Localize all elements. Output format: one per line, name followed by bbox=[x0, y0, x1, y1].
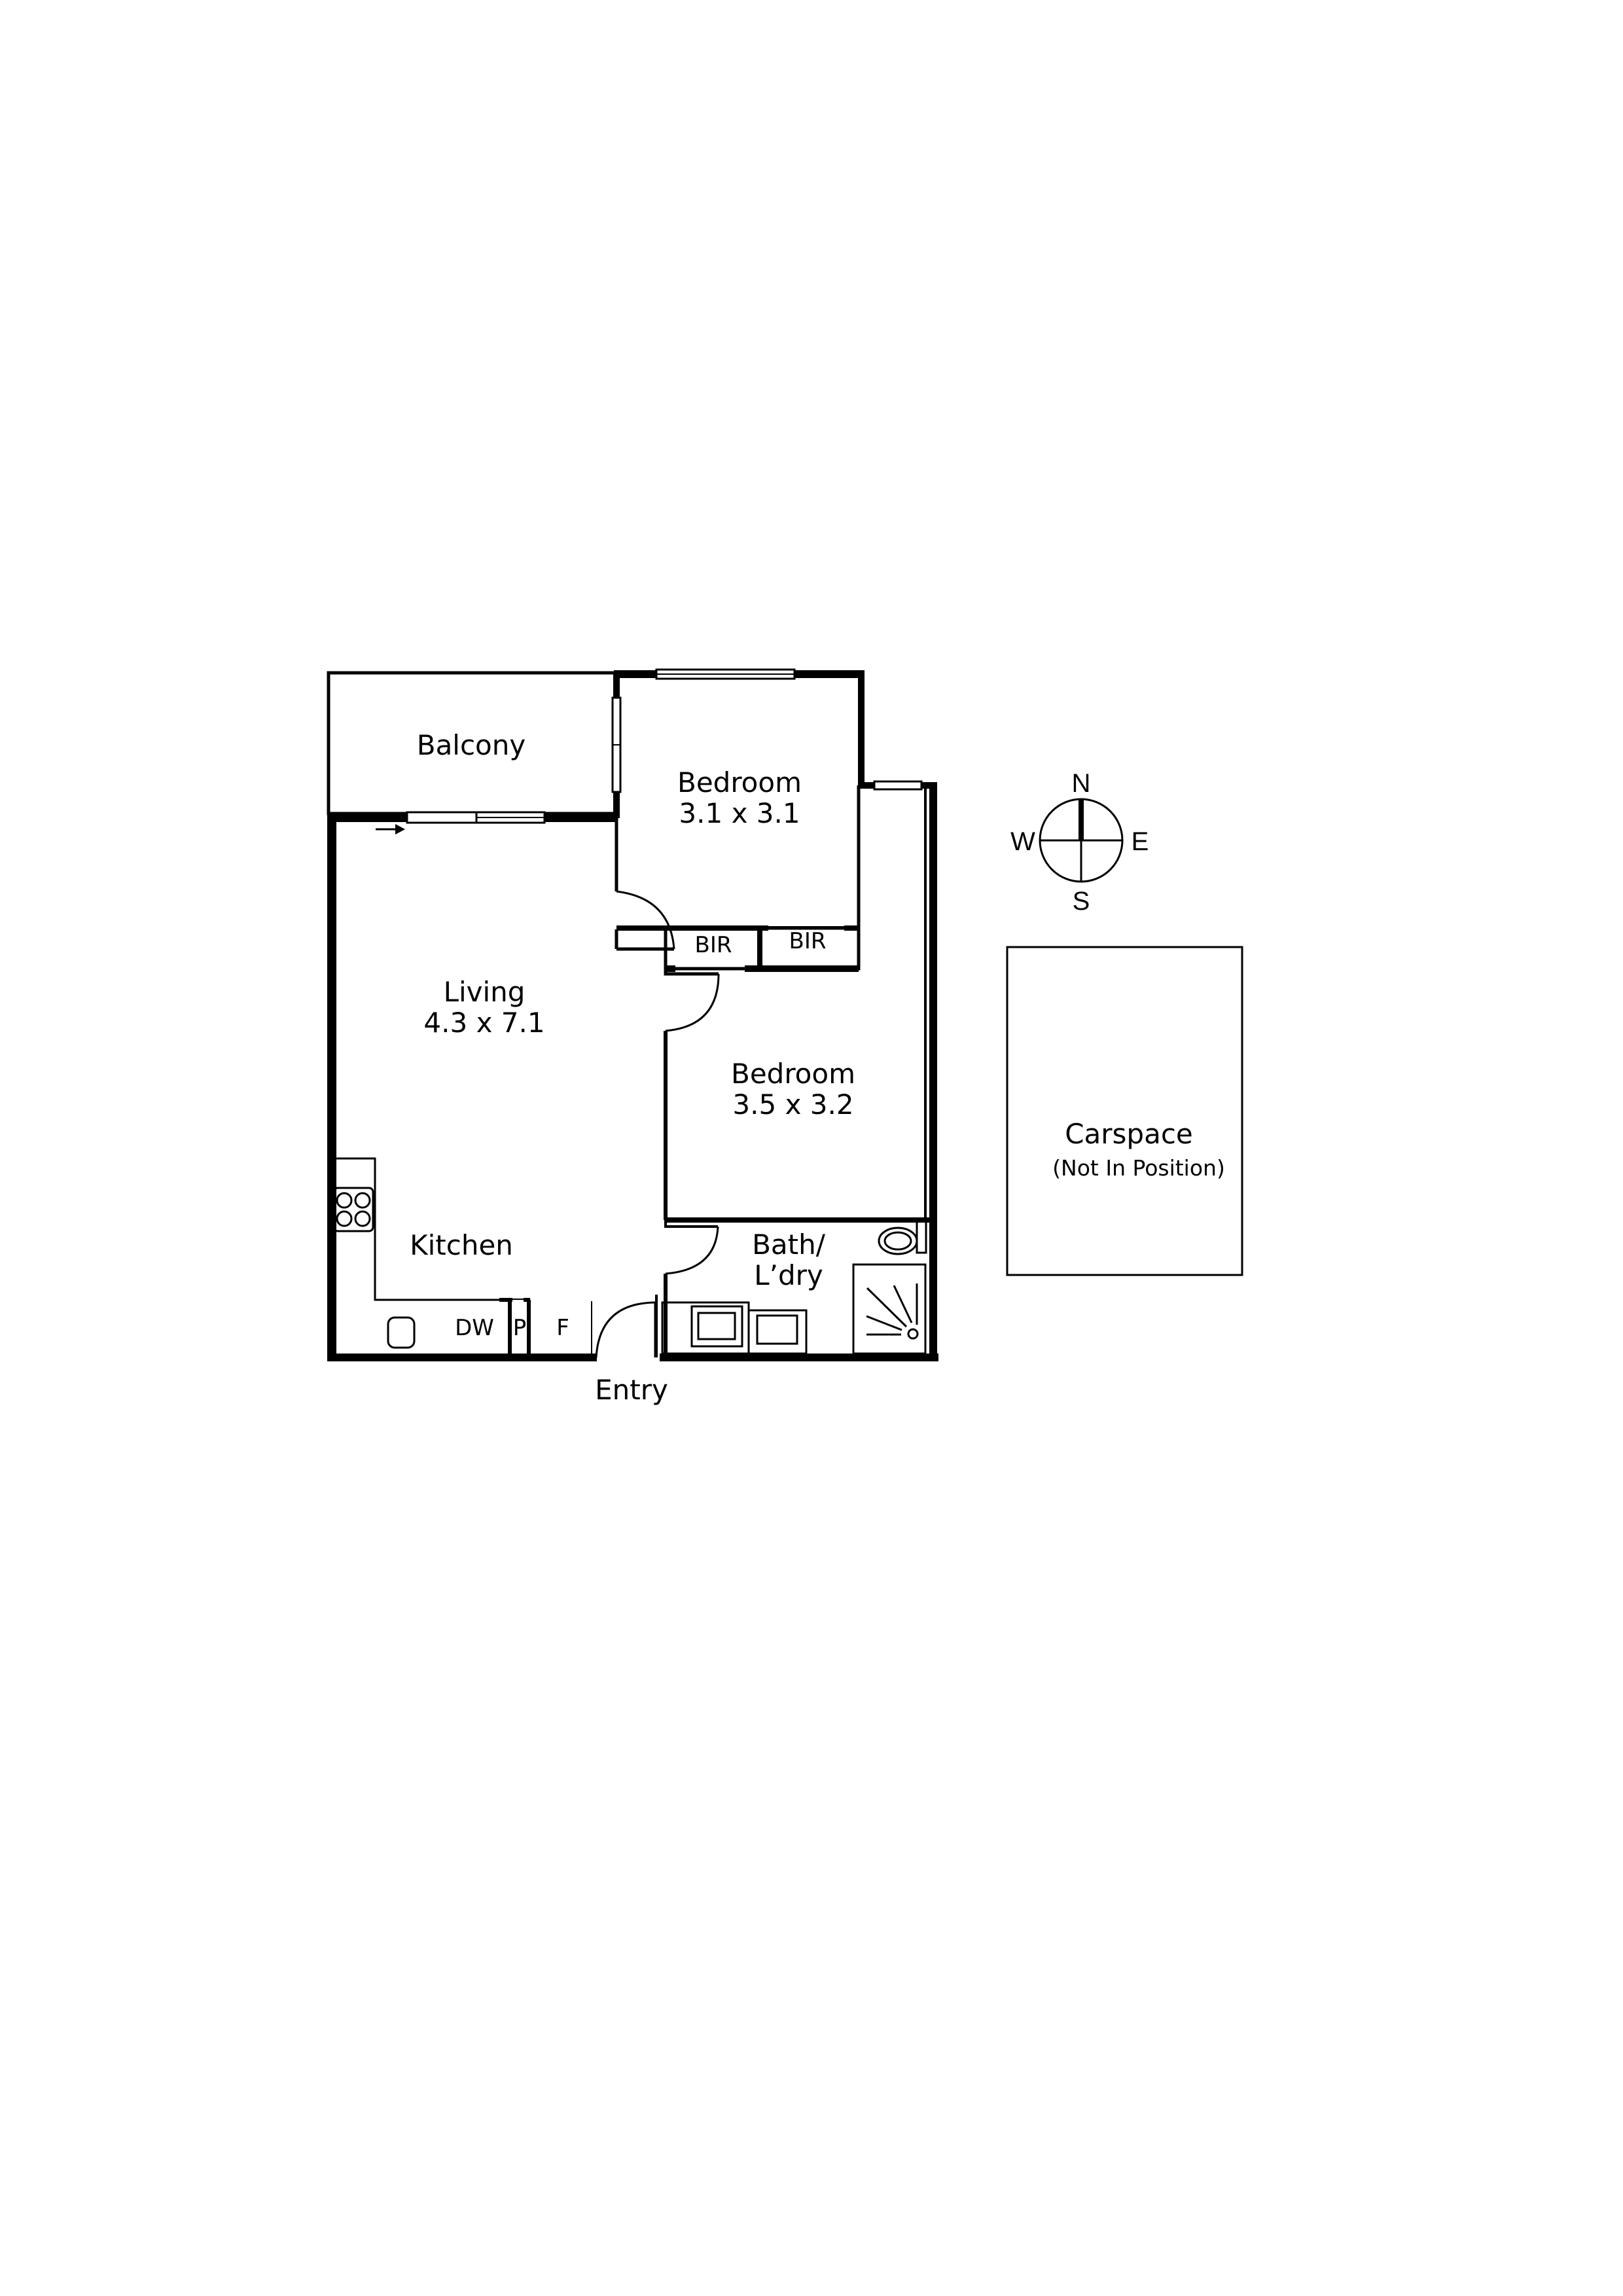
compass-west-label: W bbox=[1010, 827, 1035, 856]
carspace-outline bbox=[1006, 946, 1243, 1276]
slide-arrow-head bbox=[395, 824, 405, 834]
entry-door-arc bbox=[595, 1301, 657, 1358]
east-window bbox=[873, 780, 923, 791]
bedroom1-label: Bedroom 3.1 x 3.1 bbox=[654, 767, 825, 829]
pantry-label: P bbox=[512, 1315, 527, 1341]
fridge-label: F bbox=[556, 1315, 569, 1341]
shower bbox=[852, 1263, 927, 1355]
room-dimensions: 3.1 x 3.1 bbox=[679, 797, 800, 830]
dishwasher-label: DW bbox=[455, 1315, 494, 1341]
compass-east-label: E bbox=[1131, 827, 1149, 856]
bir2-label: BIR bbox=[789, 928, 827, 954]
kitchen-label: Kitchen bbox=[393, 1230, 530, 1261]
carspace-name: Carspace bbox=[1065, 1118, 1193, 1150]
bedroom2-label: Bedroom 3.5 x 3.2 bbox=[708, 1058, 878, 1120]
room-name-line2: L’dry bbox=[754, 1259, 823, 1292]
carspace-label: Carspace bbox=[1021, 1119, 1237, 1149]
sink-icon bbox=[387, 1316, 416, 1349]
bath-laundry-label: Bath/ L’dry bbox=[723, 1229, 854, 1291]
room-name: Bedroom bbox=[731, 1058, 855, 1090]
bedroom2-door-arc bbox=[665, 973, 720, 1032]
room-name: Kitchen bbox=[410, 1229, 513, 1261]
cooktop-burners-icon bbox=[336, 1192, 371, 1227]
washing-machine bbox=[747, 1309, 808, 1355]
carspace-note: (Not In Position) bbox=[1052, 1155, 1225, 1181]
compass-north-label: N bbox=[1071, 769, 1091, 798]
bir1-label: BIR bbox=[694, 932, 732, 958]
compass-icon bbox=[1039, 798, 1124, 883]
room-name: Living bbox=[443, 976, 526, 1008]
cooktop bbox=[332, 1187, 374, 1232]
room-name: Balcony bbox=[416, 729, 526, 761]
kitchen-bench bbox=[334, 1157, 499, 1301]
balcony-label: Balcony bbox=[399, 730, 543, 761]
room-dimensions: 4.3 x 7.1 bbox=[423, 1007, 545, 1039]
entry-label: Entry bbox=[595, 1374, 668, 1406]
toilet-icon bbox=[878, 1218, 927, 1255]
compass-south-label: S bbox=[1072, 887, 1090, 916]
room-name: Bath/ bbox=[752, 1229, 825, 1261]
room-name: Bedroom bbox=[677, 766, 802, 798]
room-dimensions: 3.5 x 3.2 bbox=[732, 1088, 854, 1121]
bedroom1-door-arc bbox=[616, 890, 675, 950]
shower-spray-icon bbox=[866, 1283, 919, 1340]
living-label: Living 4.3 x 7.1 bbox=[399, 977, 569, 1038]
bath-door-arc bbox=[665, 1226, 719, 1275]
